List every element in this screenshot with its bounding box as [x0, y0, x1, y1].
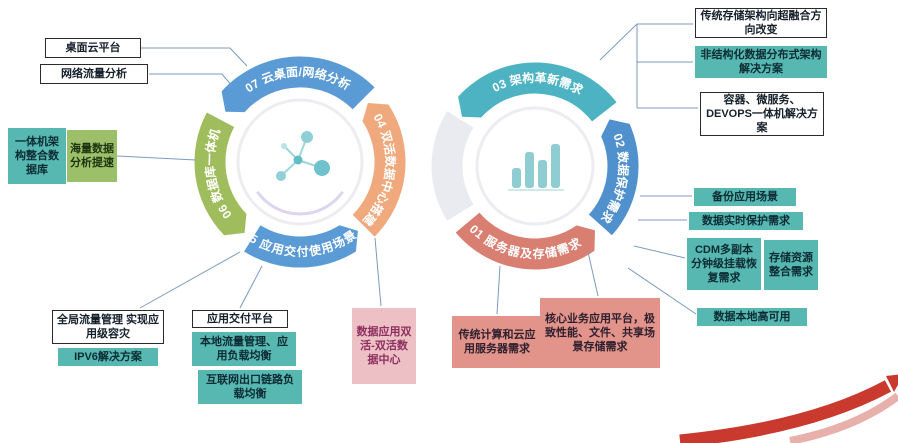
callout-big-data-acceleration: 海量数据分析提速	[67, 130, 117, 182]
callout-traditional-cloud-compute: 传统计算和云应用服务器需求	[452, 316, 542, 368]
callout-core-business-storage: 核心业务应用平台，极致性能、文件、共享场景存储需求	[540, 298, 660, 368]
callout-cdm-recovery: CDM多副本分钟级挂载恢复需求	[687, 238, 761, 290]
callout-global-traffic-dr: 全局流量管理 实现应用级容灾	[52, 310, 164, 344]
callout-backup-scenario: 备份应用场景	[694, 188, 796, 206]
callout-ipv6: IPV6解决方案	[58, 348, 158, 366]
callout-dual-active-dc: 数据应用双活-双活数据中心	[352, 308, 416, 384]
callout-storage-consolidation: 存储资源整合需求	[764, 240, 818, 290]
callout-network-traffic-analysis: 网络流量分析	[40, 64, 148, 84]
decorative-swoosh	[679, 374, 898, 443]
callout-desktop-cloud: 桌面云平台	[45, 38, 141, 58]
cycle-arcs	[194, 56, 639, 270]
arc-segment-02	[588, 119, 639, 236]
callout-integrated-db-architecture: 一体机架构整合数据库	[8, 128, 66, 184]
molecule-icon	[276, 131, 330, 181]
callout-hyperconverged-shift: 传统存储架构向超融合方向改变	[695, 8, 827, 38]
callout-local-ha: 数据本地高可用	[697, 308, 807, 326]
callout-container-devops: 容器、微服务、DEVOPS一体机解决方案	[700, 92, 824, 136]
lavender-accent-arc	[256, 190, 344, 216]
callout-local-traffic-lb: 本地流量管理、应用负载均衡	[192, 332, 296, 366]
arc-segment-05	[244, 225, 358, 268]
arc-segment-03	[458, 62, 617, 122]
connector-lines	[116, 23, 698, 315]
callout-realtime-protection: 数据实时保护需求	[689, 212, 803, 230]
bar-chart-icon	[508, 144, 564, 191]
right-hub-circle	[475, 106, 595, 226]
arc-segment-06	[194, 112, 247, 236]
callout-internet-egress-lb: 互联网出口链路负载均衡	[198, 370, 302, 404]
callout-unstructured-distributed: 非结构化数据分布式架构解决方案	[695, 46, 827, 78]
arc-gap-band	[431, 111, 474, 221]
arc-segment-01	[455, 212, 595, 270]
arc-segment-04	[352, 103, 406, 237]
arc-segment-07	[221, 56, 375, 113]
callout-app-delivery-platform: 应用交付平台	[192, 310, 288, 328]
